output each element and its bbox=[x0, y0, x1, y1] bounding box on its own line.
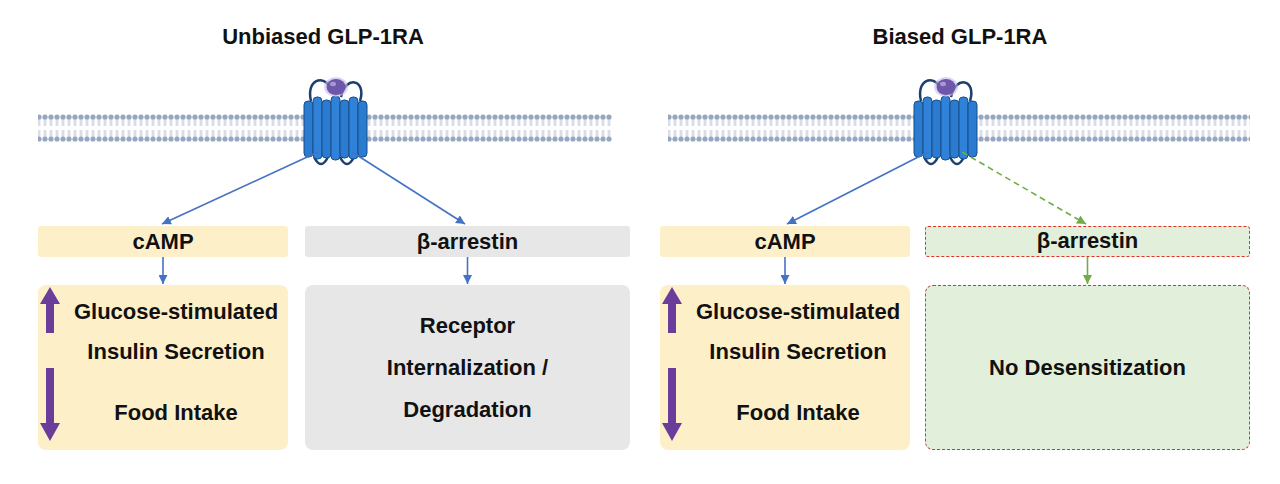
flow-arrow bbox=[1087, 257, 1089, 284]
signal-arrow bbox=[162, 152, 318, 224]
flow-arrow bbox=[467, 257, 469, 284]
box-text: β-arrestin bbox=[305, 226, 630, 257]
increase-arrow bbox=[662, 287, 682, 333]
panel-title: Unbiased GLP-1RA bbox=[123, 23, 523, 51]
box-text: Glucose-stimulated Insulin Secretion bbox=[64, 292, 288, 372]
weak-signal-arrow bbox=[962, 152, 1086, 224]
signal-arrow bbox=[352, 152, 465, 224]
box-text: cAMP bbox=[38, 226, 288, 257]
connector-group bbox=[163, 257, 1088, 284]
outcome-box: Glucose-stimulated Insulin SecretionFood… bbox=[38, 285, 288, 450]
decrease-arrow bbox=[40, 368, 60, 441]
pathway-label-box: cAMP bbox=[660, 226, 910, 257]
glp1-receptor bbox=[304, 77, 367, 164]
pathway-label-box: β-arrestin bbox=[925, 226, 1250, 257]
box-text: cAMP bbox=[660, 226, 910, 257]
outcome-box: Receptor Internalization / Degradation bbox=[305, 285, 630, 450]
box-text: β-arrestin bbox=[926, 227, 1249, 255]
pathway-label-box: cAMP bbox=[38, 226, 288, 257]
flow-arrow bbox=[784, 257, 786, 284]
outcome-box: No Desensitization bbox=[925, 285, 1250, 450]
signal-arrow bbox=[787, 152, 928, 224]
glp1-receptor bbox=[914, 77, 977, 164]
box-text: No Desensitization bbox=[989, 355, 1186, 381]
increase-arrow bbox=[40, 287, 60, 333]
box-text: Receptor Internalization / Degradation bbox=[365, 305, 570, 431]
flow-arrow bbox=[162, 257, 164, 284]
box-text: Food Intake bbox=[686, 393, 910, 433]
decrease-arrow bbox=[662, 368, 682, 441]
outcome-box: Glucose-stimulated Insulin SecretionFood… bbox=[660, 285, 910, 450]
box-text: Glucose-stimulated Insulin Secretion bbox=[686, 292, 910, 372]
box-text: Food Intake bbox=[64, 393, 288, 433]
pathway-label-box: β-arrestin bbox=[305, 226, 630, 257]
panel-title: Biased GLP-1RA bbox=[760, 23, 1160, 51]
